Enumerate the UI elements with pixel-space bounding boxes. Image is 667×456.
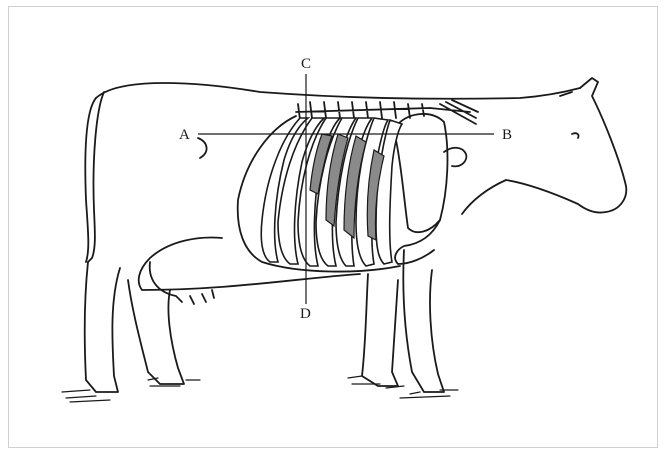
scapula — [396, 114, 447, 232]
cow-tail — [88, 92, 104, 262]
cow-neck-underline — [462, 180, 506, 214]
label-c: C — [301, 57, 311, 72]
cow-back-outline — [96, 83, 580, 99]
cow-front-leg-front — [403, 250, 444, 392]
cow-udder — [150, 262, 214, 304]
cow-hind-leg-back — [85, 262, 120, 392]
label-d: D — [300, 307, 311, 322]
cow-front-leg-back — [362, 274, 398, 386]
cow-hip-mark — [198, 138, 207, 158]
label-a: A — [179, 128, 190, 143]
label-b: B — [502, 128, 512, 143]
cow-eye — [572, 133, 579, 138]
ground-marks-hind — [62, 378, 200, 402]
